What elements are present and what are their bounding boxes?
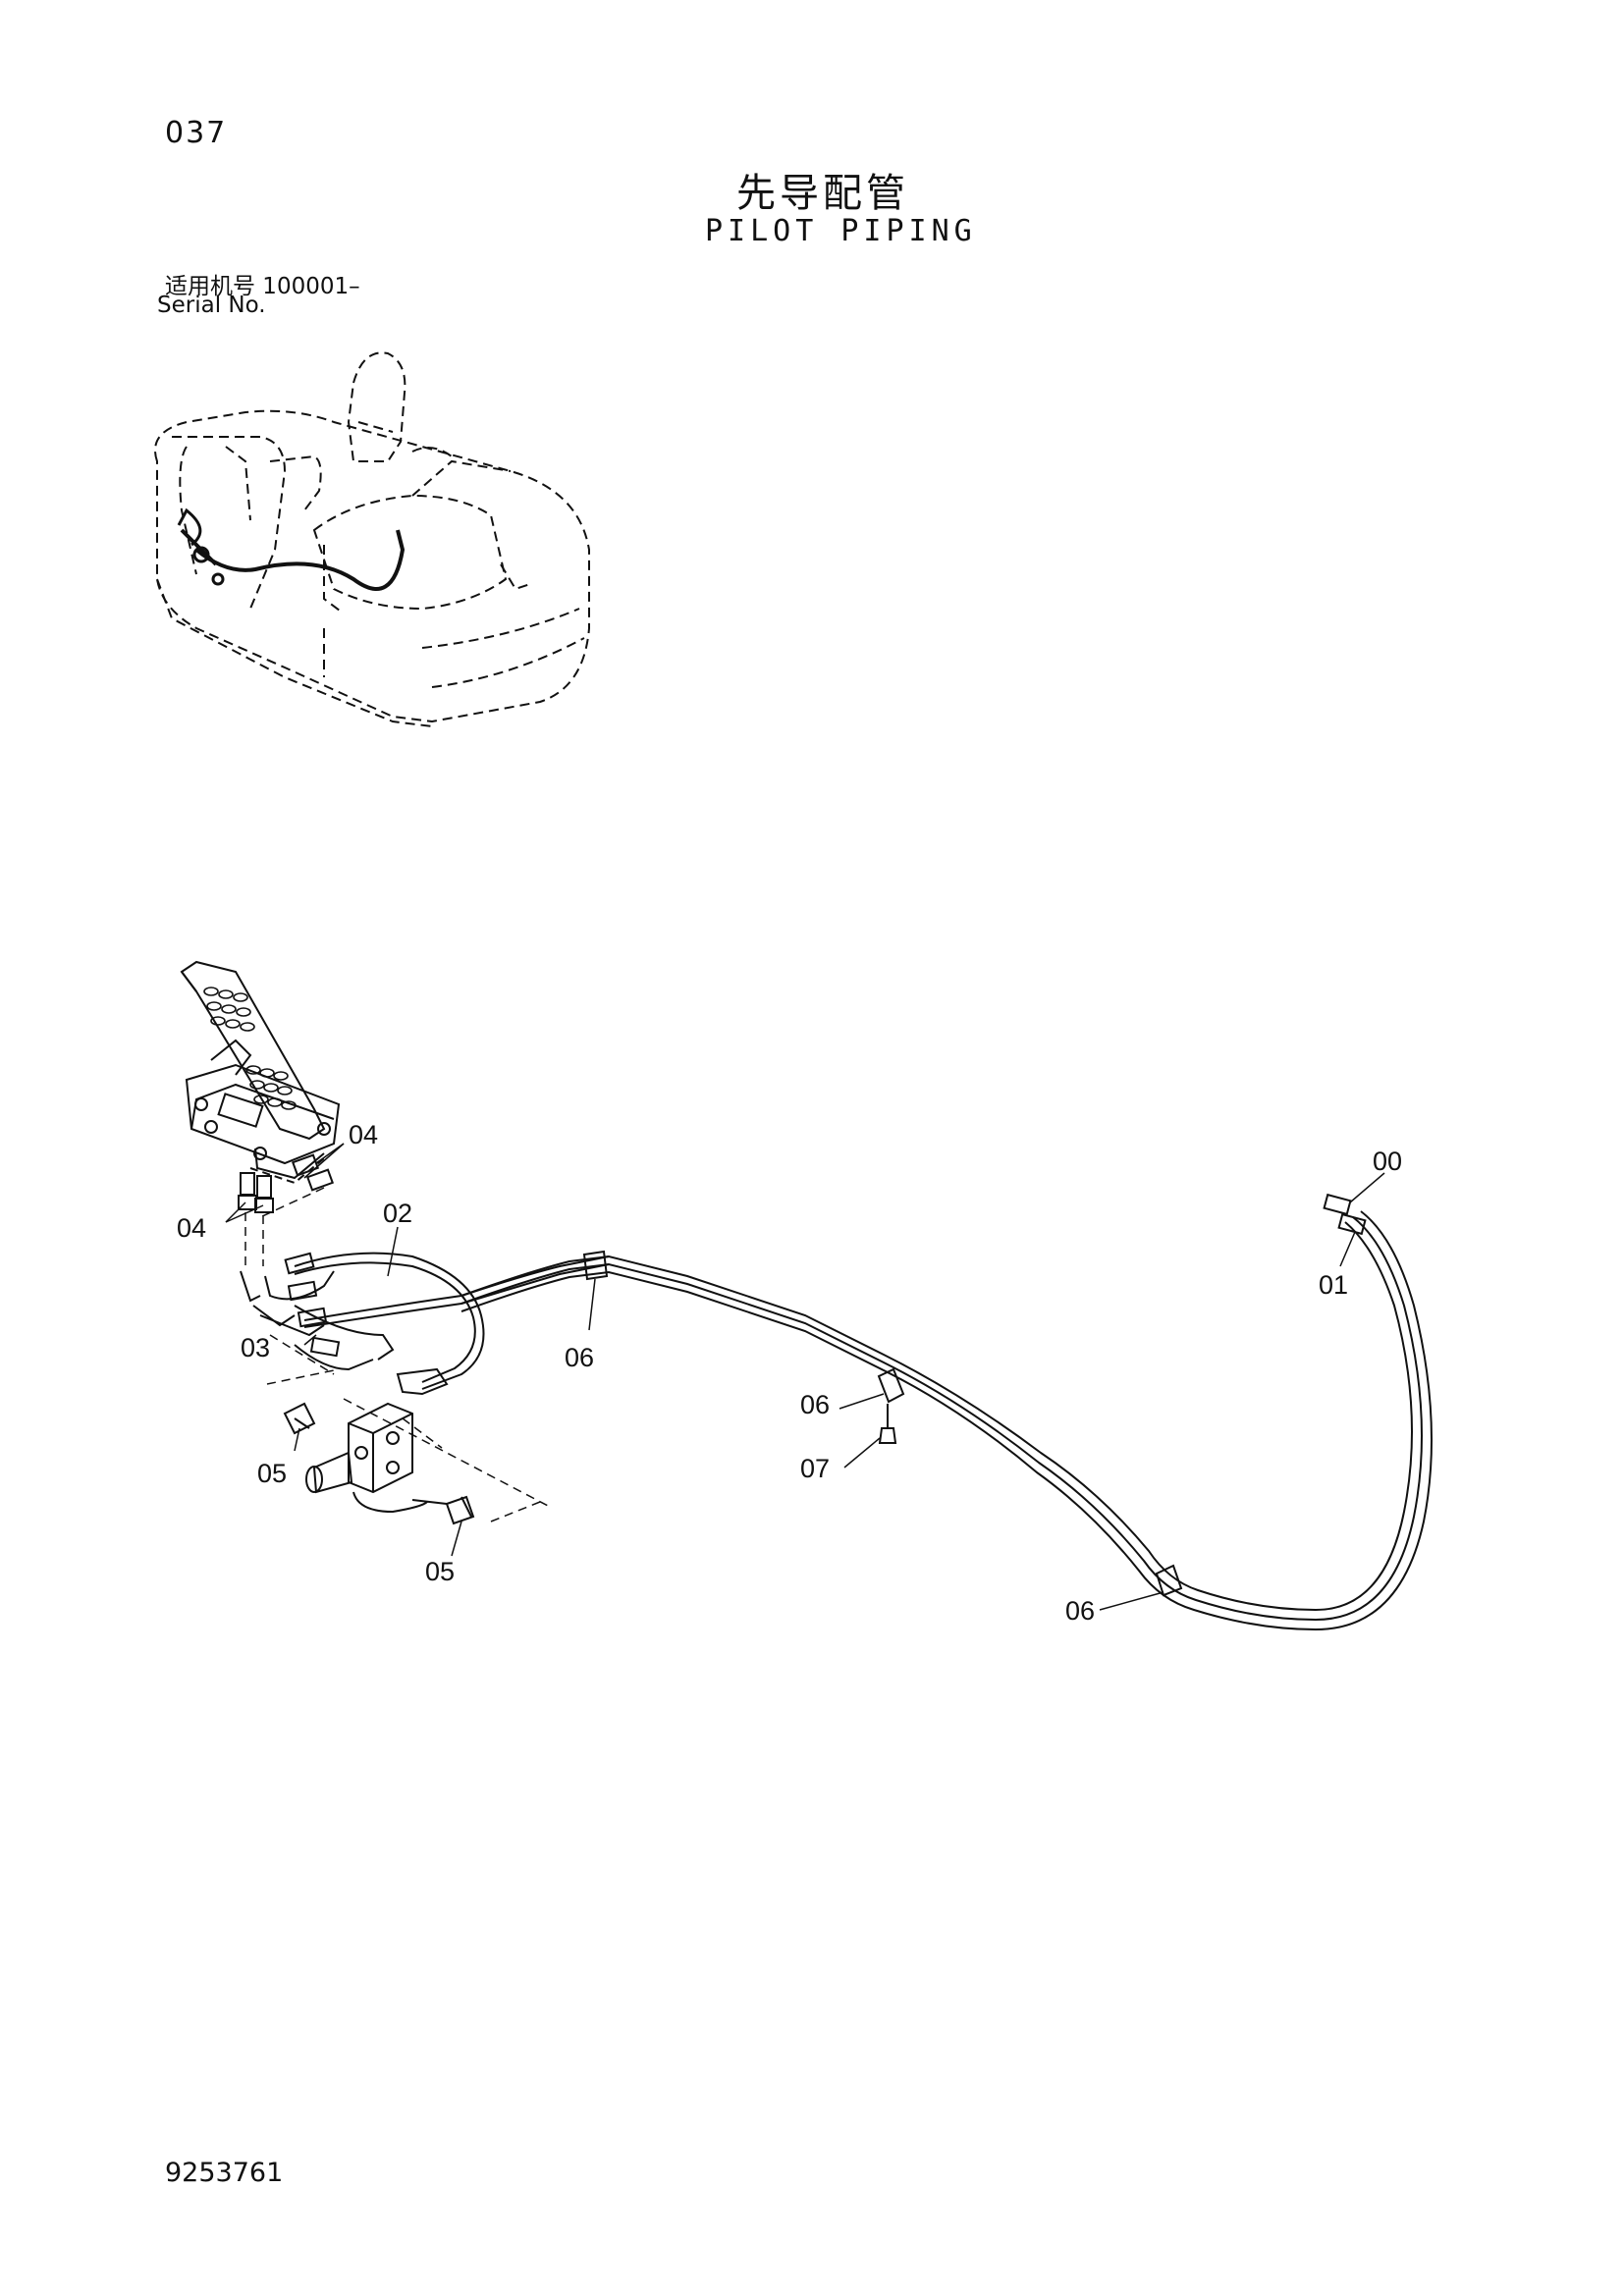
machine-overview-illustration	[154, 351, 590, 727]
callout-01: 01	[1319, 1270, 1348, 1300]
page-title: PILOT PIPING	[705, 214, 977, 248]
callout-06-first: 06	[565, 1343, 594, 1372]
valve-block	[283, 1402, 475, 1525]
callout-06-second: 06	[800, 1390, 830, 1419]
callout-00: 00	[1373, 1147, 1402, 1176]
callout-07: 07	[800, 1454, 830, 1483]
callout-06-third: 06	[1065, 1596, 1095, 1626]
page-number: 037	[165, 116, 228, 150]
callout-02: 02	[383, 1199, 412, 1228]
callout-04-lower: 04	[177, 1213, 206, 1243]
page-title-chinese: 先导配管	[736, 171, 909, 216]
pedal-valve-assembly	[180, 960, 551, 1522]
callout-05-left: 05	[257, 1459, 287, 1488]
callout-05-right: 05	[425, 1557, 455, 1586]
hose-bundle-front	[240, 1252, 610, 1396]
long-hose-run	[460, 1193, 1433, 1631]
callout-leader-lines	[225, 1143, 1385, 1611]
callout-04-upper: 04	[349, 1120, 378, 1149]
document-number: 9253761	[165, 2158, 284, 2188]
serial-label: Serial No.	[157, 293, 266, 318]
serial-label-chinese: 适用机号 100001–	[165, 274, 360, 299]
callout-03: 03	[241, 1333, 270, 1362]
callout-labels: 00 01 02 03 04 04 05 05 06 06 06 07	[177, 1120, 1402, 1626]
